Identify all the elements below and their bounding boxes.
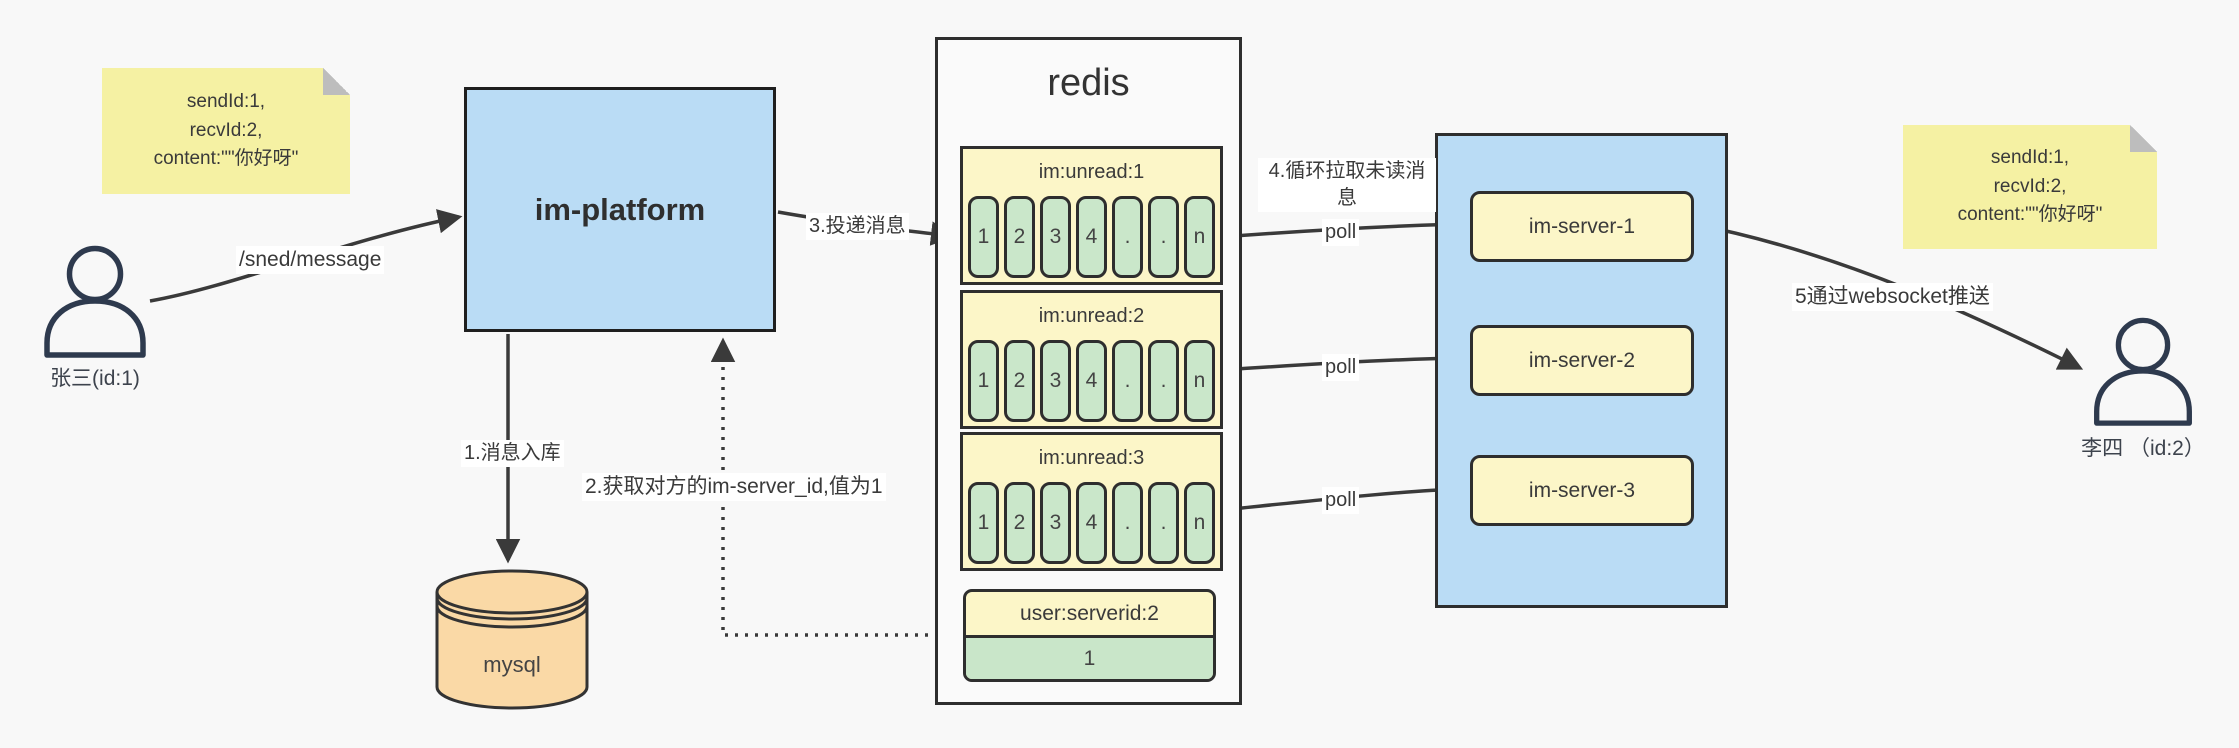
person-icon-receiver (2094, 317, 2192, 426)
queue-cells: 1 2 3 4 . . n (963, 340, 1220, 422)
edge-label-poll-3: poll (1322, 487, 1360, 514)
queue-header: im:unread:1 (1038, 161, 1145, 183)
im-platform-label: im-platform (534, 191, 706, 227)
edge-label-poll-1: poll (1322, 219, 1360, 246)
queue-im-unread-1: im:unread:1 1 2 3 4 . . n (960, 146, 1223, 285)
im-platform-node: im-platform (464, 87, 776, 332)
queue-cell: 3 (1040, 340, 1071, 422)
edge-label-step2: 2.获取对方的im-server_id,值为1 (582, 473, 886, 502)
queue-im-unread-3: im:unread:3 1 2 3 4 . . n (960, 432, 1223, 571)
queue-im-unread-2: im:unread:2 1 2 3 4 . . n (960, 290, 1223, 429)
note-line: content:""你好呀" (1957, 204, 2103, 226)
note-line: recvId:2, (189, 119, 263, 141)
edge-label-step5: 5通过websocket推送 (1792, 283, 1993, 312)
note-line: recvId:2, (1993, 175, 2067, 197)
kv-header: user:serverid:2 (966, 592, 1213, 638)
queue-cell: . (1148, 482, 1179, 564)
redis-container: redis im:unread:1 1 2 3 4 . . n im:unrea… (935, 37, 1242, 705)
queue-cell: . (1148, 340, 1179, 422)
queue-cell: . (1112, 482, 1143, 564)
edge-label-send: /sned/message (236, 246, 385, 275)
queue-cell: 2 (1004, 482, 1035, 564)
sticky-note-left: sendId:1, recvId:2, content:""你好呀" (102, 68, 350, 194)
edge-label-step1: 1.消息入库 (461, 440, 564, 467)
queue-cells: 1 2 3 4 . . n (963, 482, 1220, 564)
queue-cell: 1 (968, 196, 999, 278)
queue-cell: n (1184, 482, 1215, 564)
user-serverid-block: user:serverid:2 1 (963, 589, 1216, 682)
queue-cell: 2 (1004, 196, 1035, 278)
queue-header: im:unread:2 (1038, 305, 1145, 327)
queue-cell: . (1112, 340, 1143, 422)
edge-label-step4: 4.循环拉取未读消息 (1258, 158, 1436, 212)
im-server-1-node: im-server-1 (1470, 191, 1694, 262)
edge-label-poll-2: poll (1322, 354, 1360, 381)
queue-cell: n (1184, 340, 1215, 422)
edge-label-step3: 3.投递消息 (806, 213, 909, 240)
note-line: content:""你好呀" (153, 148, 299, 170)
sticky-note-right: sendId:1, recvId:2, content:""你好呀" (1903, 125, 2157, 249)
queue-cell: . (1112, 196, 1143, 278)
actor-label-lisi: 李四 （id:2） (2081, 437, 2205, 460)
note-line: sendId:1, (186, 91, 266, 113)
queue-cell: 4 (1076, 340, 1107, 422)
queue-cell: 3 (1040, 196, 1071, 278)
queue-cell: 4 (1076, 482, 1107, 564)
queue-cell: 4 (1076, 196, 1107, 278)
queue-cell: . (1148, 196, 1179, 278)
kv-value: 1 (966, 638, 1213, 679)
im-server-3-node: im-server-3 (1470, 455, 1694, 526)
note-fold-corner (2130, 125, 2157, 152)
note-line: sendId:1, (1990, 147, 2070, 169)
queue-cell: 1 (968, 482, 999, 564)
note-fold-corner (323, 68, 350, 95)
queue-cells: 1 2 3 4 . . n (963, 196, 1220, 278)
mysql-label: mysql (483, 652, 541, 677)
redis-title: redis (1047, 62, 1130, 104)
im-server-group: im-server-1 im-server-2 im-server-3 (1435, 133, 1728, 608)
person-icon-sender (44, 245, 146, 358)
queue-cell: 3 (1040, 482, 1071, 564)
queue-header: im:unread:3 (1038, 447, 1145, 469)
queue-cell: n (1184, 196, 1215, 278)
actor-label-zhangsan: 张三(id:1) (50, 367, 140, 390)
queue-cell: 2 (1004, 340, 1035, 422)
im-server-2-node: im-server-2 (1470, 325, 1694, 396)
queue-cell: 1 (968, 340, 999, 422)
mysql-cylinder-icon (435, 569, 589, 710)
